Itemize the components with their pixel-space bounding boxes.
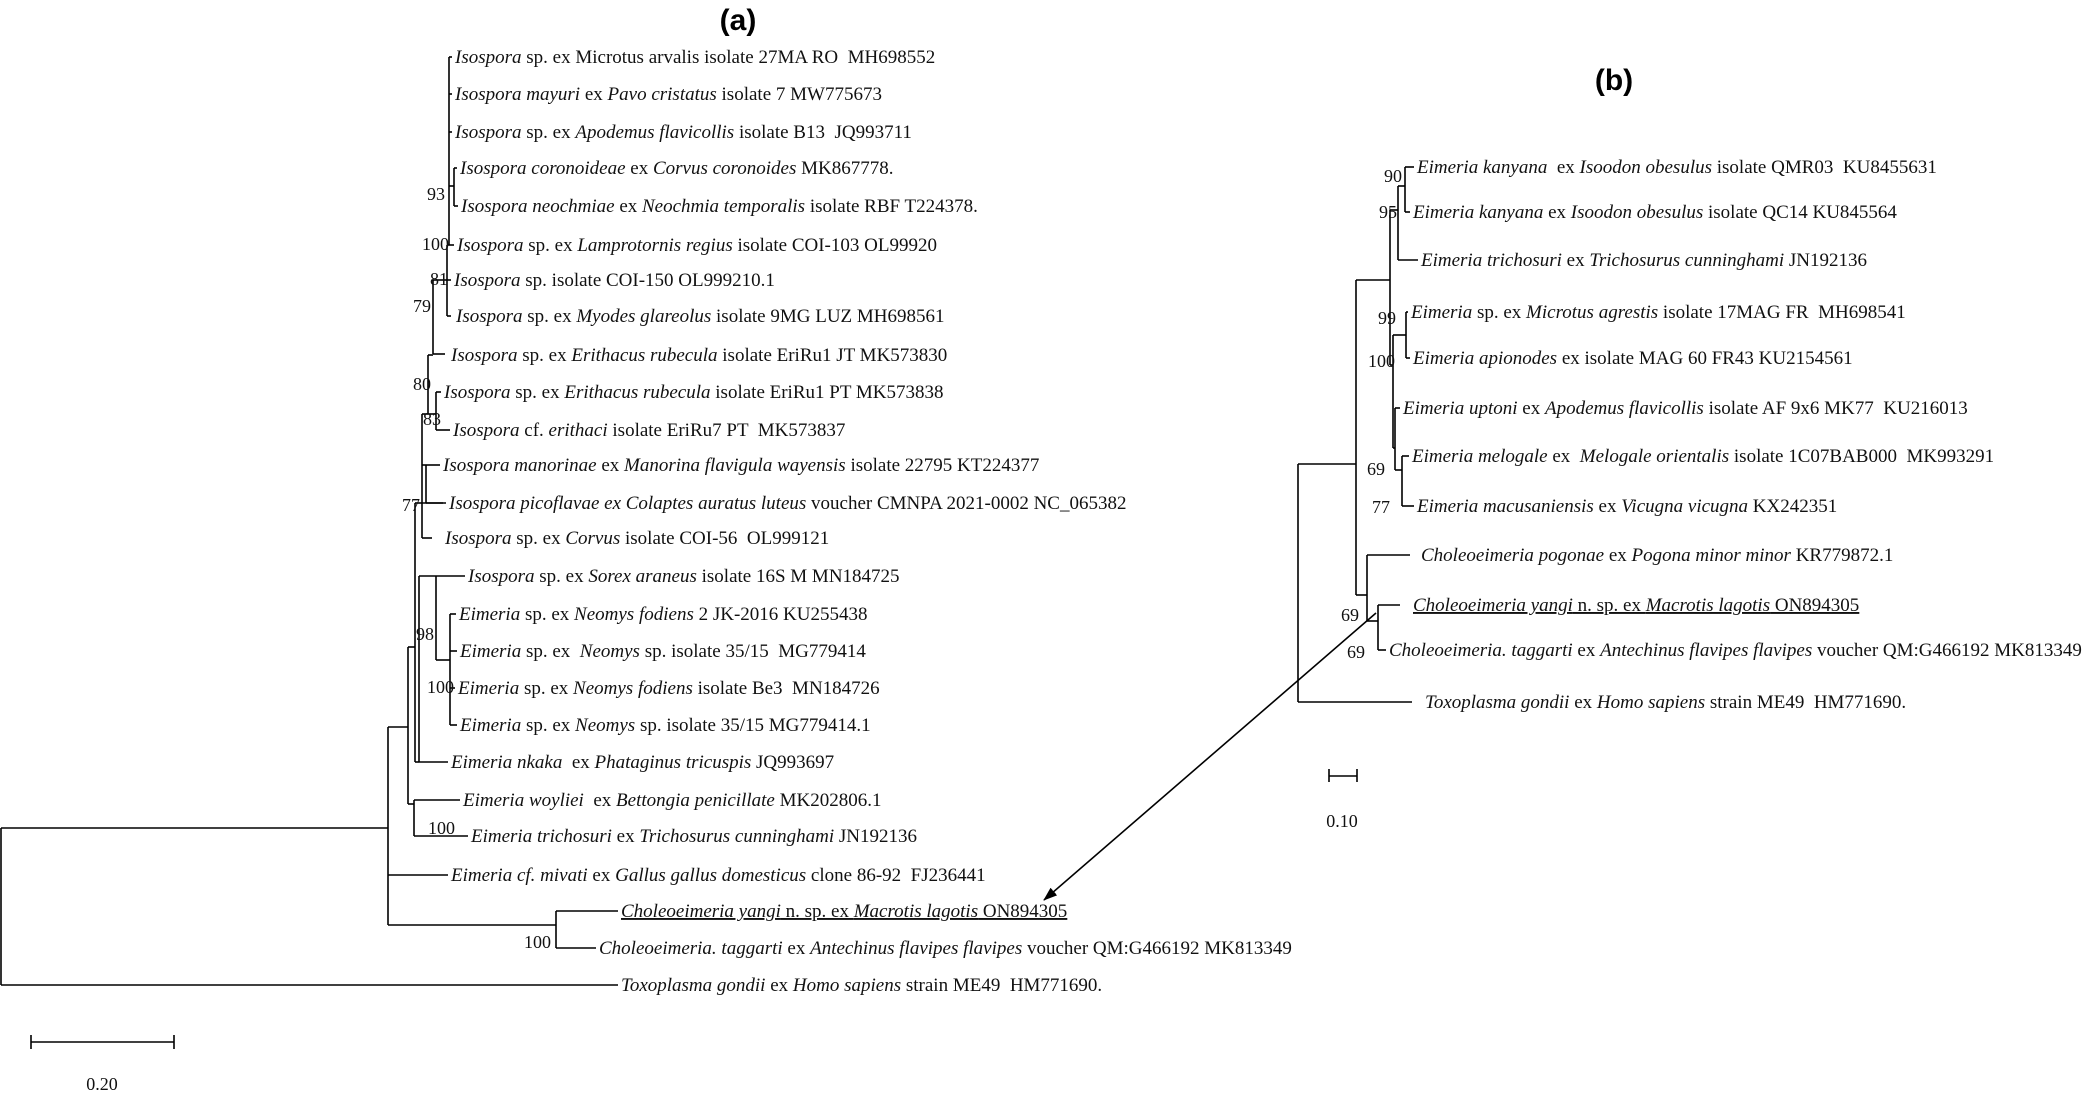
taxon-label-b-choleoeimeria-pogonae: Choleoeimeria pogonae ex Pogona minor mi…: [1421, 545, 1893, 566]
panel-a-label: (a): [720, 4, 757, 37]
taxon-label-a-isospora-apodemus: Isospora sp. ex Apodemus flavicollis iso…: [454, 122, 912, 143]
scale-bar-b-label: 0.10: [1326, 811, 1358, 831]
taxon-label-b-eimeria-microtus: Eimeria sp. ex Microtus agrestis isolate…: [1410, 302, 1906, 323]
tree-b: [1297, 166, 1418, 703]
support-value: 93: [427, 184, 445, 204]
taxon-label-a-isospora-myodes: Isospora sp. ex Myodes glareolus isolate…: [455, 306, 945, 327]
support-value: 99: [1378, 308, 1396, 328]
taxon-label-a-isospora-neochmiae: Isospora neochmiae ex Neochmia temporali…: [460, 196, 978, 217]
taxon-label-a-isospora-picoflavae: Isospora picoflavae ex Colaptes auratus …: [448, 493, 1126, 514]
taxon-label-a-isospora-coronoideae: Isospora coronoideae ex Corvus coronoide…: [459, 158, 893, 179]
taxon-label-a-eimeria-nkaka: Eimeria nkaka ex Phataginus tricuspis JQ…: [450, 752, 834, 773]
taxon-label-a-eimeria-neomys-3515-1: Eimeria sp. ex Neomys sp. isolate 35/15 …: [459, 715, 871, 736]
support-value: 100: [524, 932, 551, 952]
taxon-label-a-eimeria-trichosuri: Eimeria trichosuri ex Trichosurus cunnin…: [470, 826, 917, 847]
taxon-label-b-choleoeimeria-yangi: Choleoeimeria yangi n. sp. ex Macrotis l…: [1413, 595, 1859, 616]
support-value: 79: [413, 296, 431, 316]
tree-a-taxon-labels: Isospora sp. ex Microtus arvalis isolate…: [442, 47, 1292, 996]
support-value: 90: [1384, 166, 1402, 186]
connector-arrow: [1043, 612, 1377, 901]
taxon-label-a-isospora-erithaci: Isospora cf. erithaci isolate EriRu7 PT …: [452, 420, 845, 441]
taxon-label-a-isospora-lamprotornis: Isospora sp. ex Lamprotornis regius isol…: [456, 235, 937, 256]
taxon-label-b-eimeria-uptoni: Eimeria uptoni ex Apodemus flavicollis i…: [1402, 398, 1968, 419]
tree-a: [0, 56, 618, 986]
taxon-label-b-eimeria-apionodes: Eimeria apionodes ex isolate MAG 60 FR43…: [1412, 348, 1853, 369]
tree-b-scale-bar: 0.10: [1326, 769, 1358, 831]
taxon-label-a-eimeria-neomys-2jk: Eimeria sp. ex Neomys fodiens 2 JK-2016 …: [458, 604, 867, 625]
tree-b-taxon-labels: Eimeria kanyana ex Isoodon obesulus isol…: [1389, 157, 2082, 713]
panel-b-label: (b): [1595, 64, 1633, 97]
support-value: 80: [413, 374, 431, 394]
support-value: 100: [1368, 351, 1395, 371]
taxon-label-a-toxoplasma: Toxoplasma gondii ex Homo sapiens strain…: [621, 975, 1102, 996]
support-value: 100: [427, 677, 454, 697]
scale-bar-a-label: 0.20: [86, 1074, 118, 1094]
taxon-label-a-eimeria-mivati: Eimeria cf. mivati ex Gallus gallus dome…: [450, 865, 986, 886]
support-value: 77: [402, 495, 420, 515]
taxon-label-a-isospora-mayuri: Isospora mayuri ex Pavo cristatus isolat…: [454, 84, 882, 105]
taxon-label-a-eimeria-neomys-be3: Eimeria sp. ex Neomys fodiens isolate Be…: [457, 678, 880, 699]
support-value: 95: [1379, 202, 1397, 222]
support-value: 69: [1367, 459, 1385, 479]
support-value: 98: [416, 624, 434, 644]
taxon-label-a-isospora-manorinae: Isospora manorinae ex Manorina flavigula…: [442, 455, 1039, 476]
taxon-label-a-isospora-microtus: Isospora sp. ex Microtus arvalis isolate…: [454, 47, 935, 68]
tree-a-scale-bar: 0.20: [30, 1035, 175, 1094]
taxon-label-b-choleoeimeria-taggarti: Choleoeimeria. taggarti ex Antechinus fl…: [1389, 640, 2082, 661]
taxon-label-a-eimeria-neomys-3515: Eimeria sp. ex Neomys sp. isolate 35/15 …: [459, 641, 866, 662]
taxon-label-a-eimeria-woyliei: Eimeria woyliei ex Bettongia penicillate…: [462, 790, 881, 811]
support-value: 81: [430, 269, 448, 289]
taxon-label-b-eimeria-kanyana-qmr03: Eimeria kanyana ex Isoodon obesulus isol…: [1416, 157, 1937, 178]
taxon-label-a-isospora-eriru1pt: Isospora sp. ex Erithacus rubecula isola…: [443, 382, 943, 403]
taxon-label-a-isospora-eriru1jt: Isospora sp. ex Erithacus rubecula isola…: [450, 345, 947, 366]
taxon-label-b-eimeria-melogale: Eimeria melogale ex Melogale orientalis …: [1411, 446, 1994, 467]
tree-a-support-values: 93 100 81 79 80 83 77 98 100 100 100: [402, 184, 551, 952]
taxon-label-a-choleoeimeria-yangi: Choleoeimeria yangi n. sp. ex Macrotis l…: [621, 901, 1067, 922]
support-value: 77: [1372, 497, 1390, 517]
taxon-label-a-isospora-sorex: Isospora sp. ex Sorex araneus isolate 16…: [467, 566, 900, 587]
support-value: 83: [423, 409, 441, 429]
support-value: 100: [428, 818, 455, 838]
support-value: 100: [422, 234, 449, 254]
taxon-label-b-eimeria-macusaniensis: Eimeria macusaniensis ex Vicugna vicugna…: [1416, 496, 1837, 517]
taxon-label-a-choleoeimeria-taggarti: Choleoeimeria. taggarti ex Antechinus fl…: [599, 938, 1292, 959]
taxon-label-b-toxoplasma: Toxoplasma gondii ex Homo sapiens strain…: [1425, 692, 1906, 713]
support-value: 69: [1341, 605, 1359, 625]
support-value: 69: [1347, 642, 1365, 662]
taxon-label-b-eimeria-trichosuri: Eimeria trichosuri ex Trichosurus cunnin…: [1420, 250, 1867, 271]
taxon-label-a-isospora-corvus: Isospora sp. ex Corvus isolate COI-56 OL…: [444, 528, 829, 549]
tree-b-support-values: 90 95 99 100 69 77 69 69: [1341, 166, 1402, 662]
taxon-label-b-eimeria-kanyana-qc14: Eimeria kanyana ex Isoodon obesulus isol…: [1412, 202, 1897, 223]
taxon-label-a-isospora-coi150: Isospora sp. isolate COI-150 OL999210.1: [453, 270, 775, 291]
